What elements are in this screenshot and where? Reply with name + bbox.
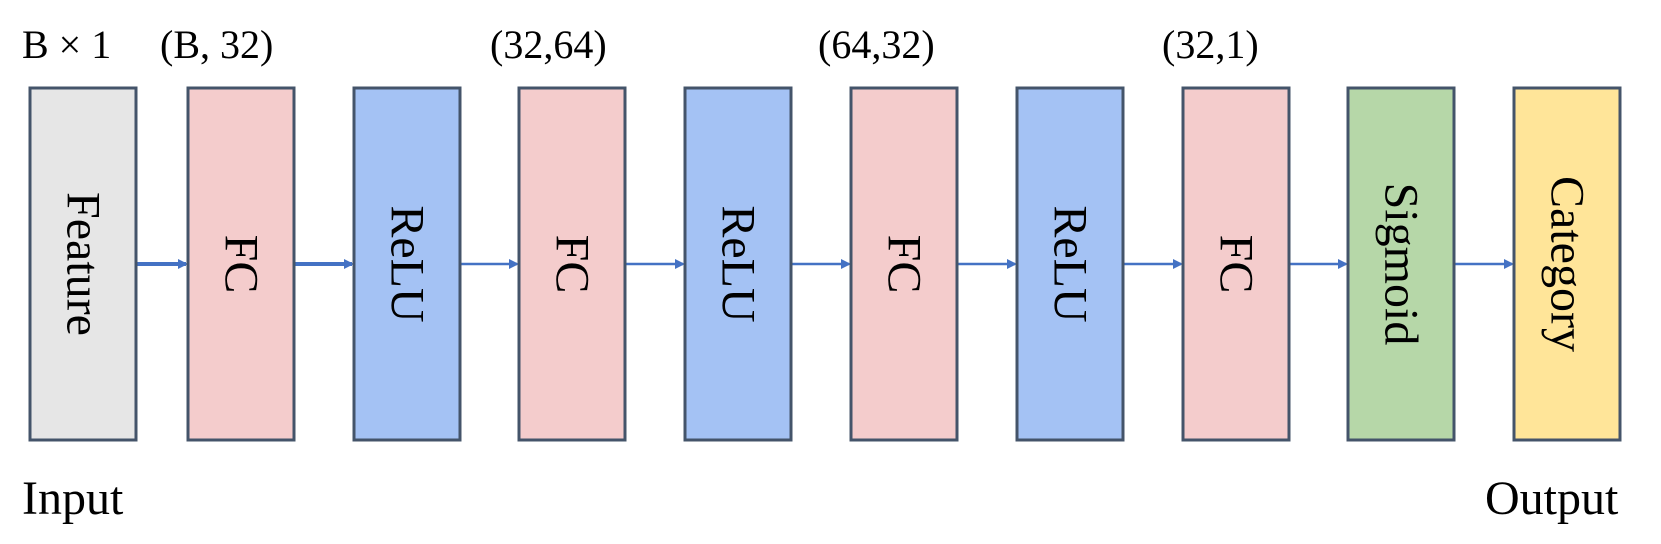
block-relu3-label: ReLU bbox=[1044, 205, 1097, 322]
block-fc2-box bbox=[517, 86, 627, 442]
shape-label-fc3: (64,32) bbox=[818, 22, 935, 67]
block-fc4-box bbox=[1181, 86, 1291, 442]
block-fc4-label: FC bbox=[1210, 235, 1263, 294]
shape-label-fc4: (32,1) bbox=[1162, 22, 1259, 67]
block-feature-label: Feature bbox=[57, 192, 110, 336]
block-fc3: FC bbox=[849, 86, 959, 442]
block-category: Category bbox=[1512, 86, 1622, 442]
block-fc3-box bbox=[849, 86, 959, 442]
shape-label-fc1: (B, 32) bbox=[160, 22, 273, 67]
shape-label-feature: B × 1 bbox=[22, 22, 111, 67]
block-fc2-label: FC bbox=[546, 235, 599, 294]
block-sigmoid-label: Sigmoid bbox=[1375, 183, 1428, 346]
block-sigmoid: Sigmoid bbox=[1346, 86, 1456, 442]
output-label: Output bbox=[1485, 472, 1619, 525]
shape-label-fc2: (32,64) bbox=[490, 22, 607, 67]
block-relu2-label: ReLU bbox=[712, 205, 765, 322]
blocks-layer: Feature FC ReLU FC ReLU FC ReLU FC Sigmoid Catego… bbox=[28, 86, 1622, 442]
block-relu1-box bbox=[352, 86, 462, 442]
block-sigmoid-box bbox=[1346, 86, 1456, 442]
block-relu2: ReLU bbox=[683, 86, 793, 442]
block-relu2-box bbox=[683, 86, 793, 442]
block-category-label: Category bbox=[1541, 176, 1594, 352]
shape-labels-layer: B × 1 (B, 32) (32,64) (64,32) (32,1) bbox=[22, 22, 1259, 67]
block-relu1-label: ReLU bbox=[381, 205, 434, 322]
block-fc1: FC bbox=[186, 86, 296, 442]
block-relu1: ReLU bbox=[352, 86, 462, 442]
block-fc1-box bbox=[186, 86, 296, 442]
block-fc1-label: FC bbox=[215, 235, 268, 294]
input-label: Input bbox=[22, 472, 124, 525]
block-feature: Feature bbox=[28, 86, 138, 442]
block-category-box bbox=[1512, 86, 1622, 442]
block-relu3: ReLU bbox=[1015, 86, 1125, 442]
block-fc4: FC bbox=[1181, 86, 1291, 442]
block-feature-box bbox=[28, 86, 138, 442]
block-fc3-label: FC bbox=[878, 235, 931, 294]
block-fc2: FC bbox=[517, 86, 627, 442]
block-relu3-box bbox=[1015, 86, 1125, 442]
